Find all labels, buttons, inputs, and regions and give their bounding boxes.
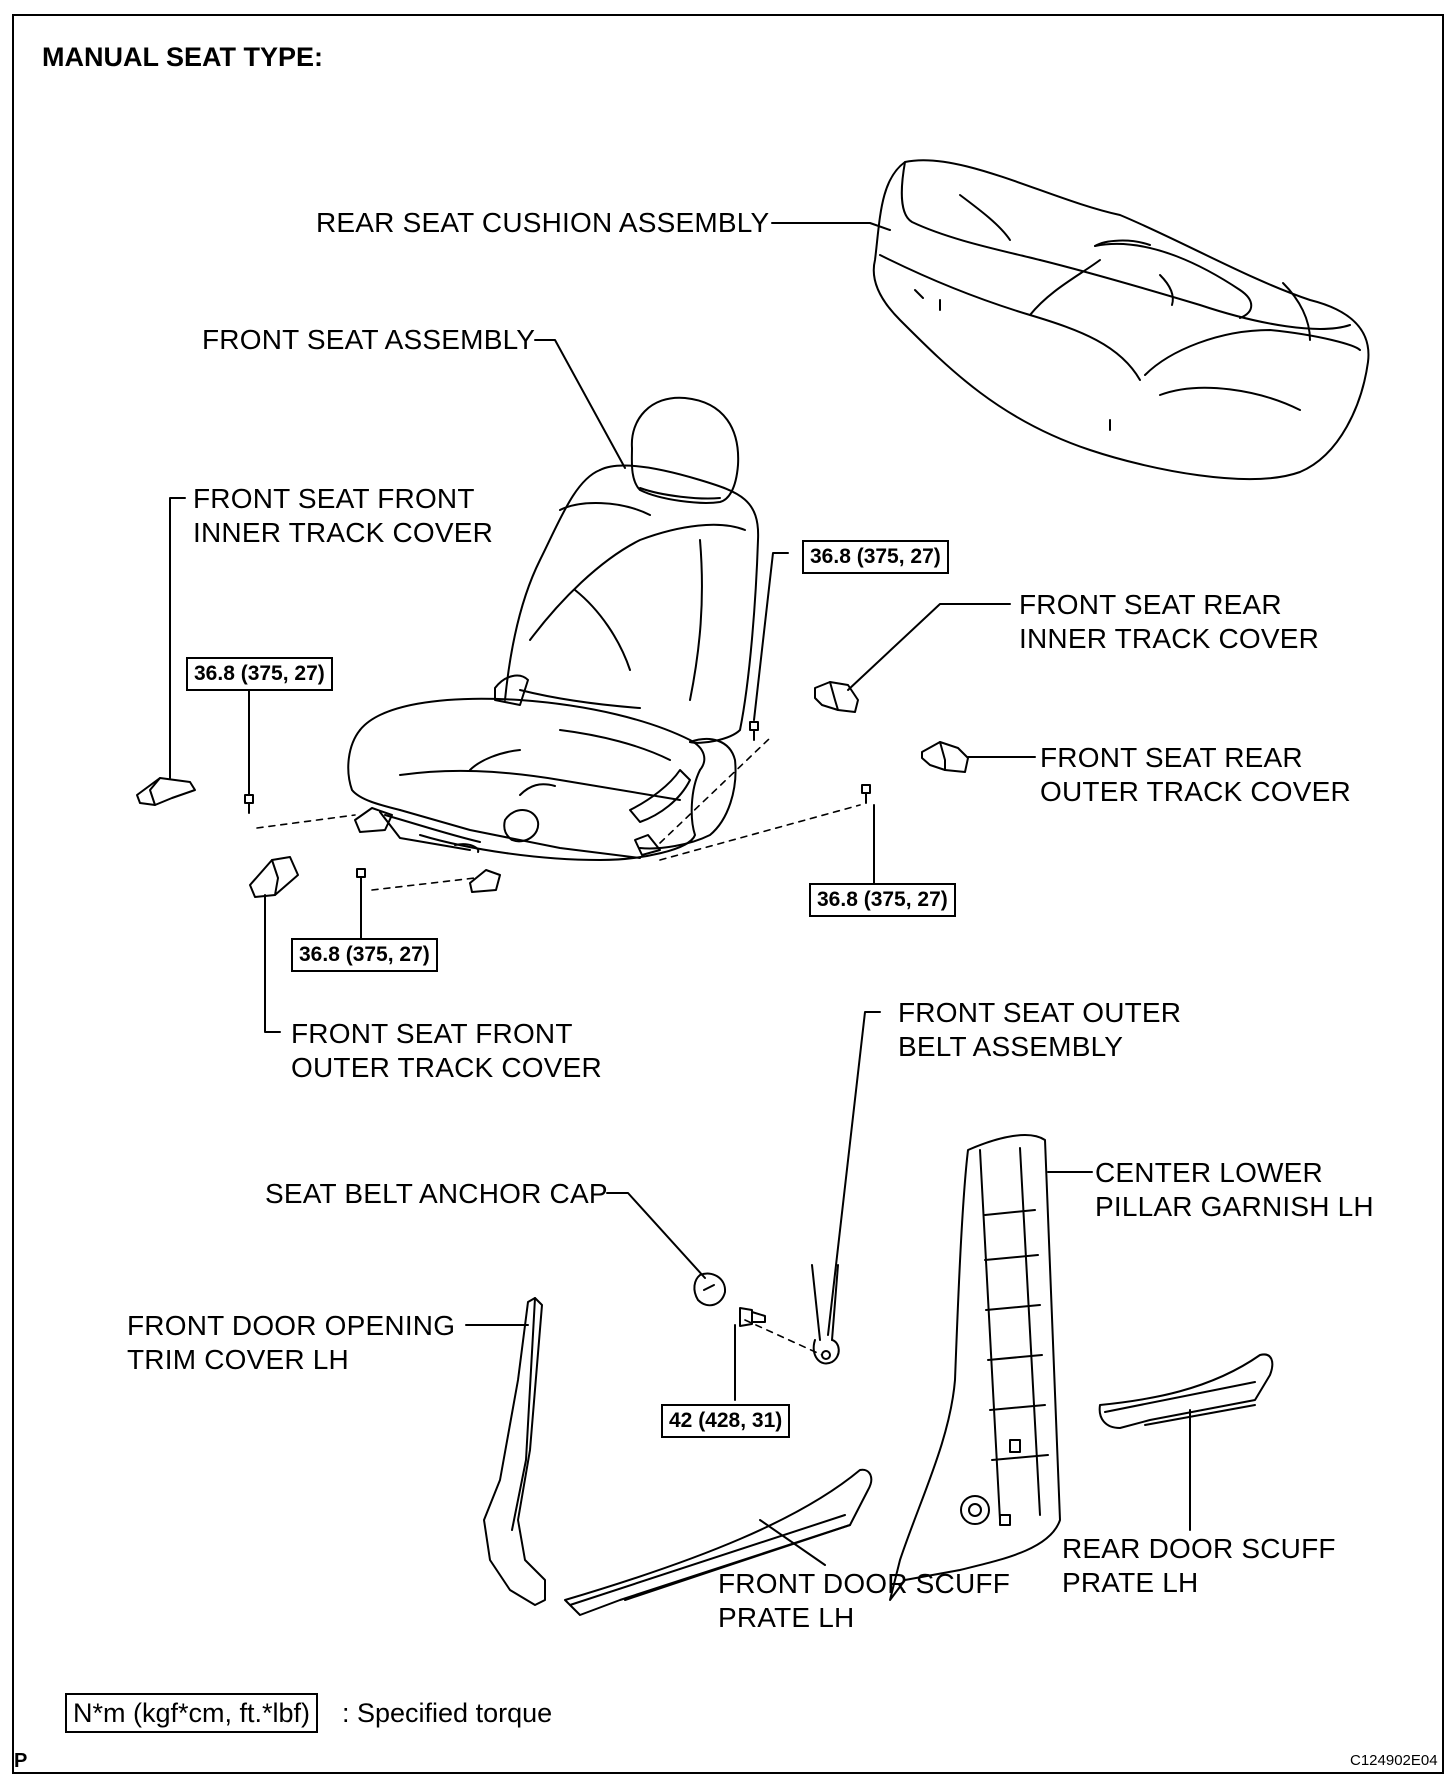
- diagram-frame: [12, 14, 1444, 1774]
- legend-torque-unit-box: N*m (kgf*cm, ft.*lbf): [65, 1693, 319, 1733]
- label-anchor-cap: SEAT BELT ANCHOR CAP: [265, 1178, 608, 1209]
- label-front-outer-track-cover-line2: OUTER TRACK COVER: [291, 1052, 602, 1083]
- rear-outer-track-cover-drawing: [921, 741, 969, 773]
- legend-torque-text: : Specified torque: [342, 1698, 553, 1728]
- torque-box-bottom-left: 36.8 (375, 27): [291, 938, 438, 972]
- label-opening-trim-line2: TRIM COVER LH: [127, 1344, 349, 1375]
- pillar-garnish-drawing: [889, 1134, 1061, 1601]
- figure-code: C124902E04: [1350, 1752, 1438, 1769]
- leader-lines: [169, 222, 1191, 1566]
- label-front-outer-track-cover-line1: FRONT SEAT FRONT: [291, 1018, 573, 1049]
- opening-trim-drawing: [483, 1297, 546, 1606]
- label-rear-outer-track-cover-line1: FRONT SEAT REAR: [1040, 742, 1303, 773]
- outer-belt-drawing: [811, 1264, 840, 1365]
- label-front-scuff-line2: PRATE LH: [718, 1602, 855, 1633]
- label-front-inner-track-cover-line1: FRONT SEAT FRONT: [193, 483, 475, 514]
- label-opening-trim-line1: FRONT DOOR OPENING: [127, 1310, 456, 1341]
- label-rear-inner-track-cover-line1: FRONT SEAT REAR: [1019, 589, 1282, 620]
- torque-box-left: 36.8 (375, 27): [186, 657, 333, 691]
- anchor-bolt-drawing: [739, 1307, 766, 1327]
- label-front-seat-assembly: FRONT SEAT ASSEMBLY: [202, 324, 536, 355]
- label-rear-scuff-line1: REAR DOOR SCUFF: [1062, 1533, 1336, 1564]
- rear-inner-track-cover-drawing: [814, 681, 859, 713]
- p-mark: P: [14, 1750, 28, 1772]
- torque-box-belt-anchor: 42 (428, 31): [661, 1404, 791, 1438]
- label-rear-seat-cushion: REAR SEAT CUSHION ASSEMBLY: [316, 207, 770, 238]
- label-pillar-garnish-line2: PILLAR GARNISH LH: [1095, 1191, 1374, 1222]
- label-outer-belt-line1: FRONT SEAT OUTER: [898, 997, 1182, 1028]
- rear-scuff-plate-drawing: [1098, 1353, 1274, 1429]
- seat-bolts: [244, 721, 871, 888]
- rear-seat-cushion-drawing: [872, 159, 1370, 481]
- label-front-inner-track-cover-line2: INNER TRACK COVER: [193, 517, 494, 548]
- torque-box-top-right: 36.8 (375, 27): [802, 540, 949, 574]
- front-scuff-plate-drawing: [564, 1468, 873, 1616]
- anchor-cap-drawing: [693, 1272, 727, 1307]
- front-seat-drawing: [347, 396, 760, 893]
- diagram-title: MANUAL SEAT TYPE:: [42, 42, 324, 72]
- label-rear-scuff-line2: PRATE LH: [1062, 1567, 1199, 1598]
- label-rear-outer-track-cover-line2: OUTER TRACK COVER: [1040, 776, 1351, 807]
- label-outer-belt-line2: BELT ASSEMBLY: [898, 1031, 1124, 1062]
- front-outer-track-cover-drawing: [249, 856, 299, 898]
- label-front-scuff-line1: FRONT DOOR SCUFF: [718, 1568, 1011, 1599]
- bolt-dashed-paths: [256, 737, 861, 1356]
- label-pillar-garnish-line1: CENTER LOWER: [1095, 1157, 1323, 1188]
- front-inner-track-cover-drawing: [136, 777, 196, 806]
- torque-box-bottom-right: 36.8 (375, 27): [809, 883, 956, 917]
- label-rear-inner-track-cover-line2: INNER TRACK COVER: [1019, 623, 1320, 654]
